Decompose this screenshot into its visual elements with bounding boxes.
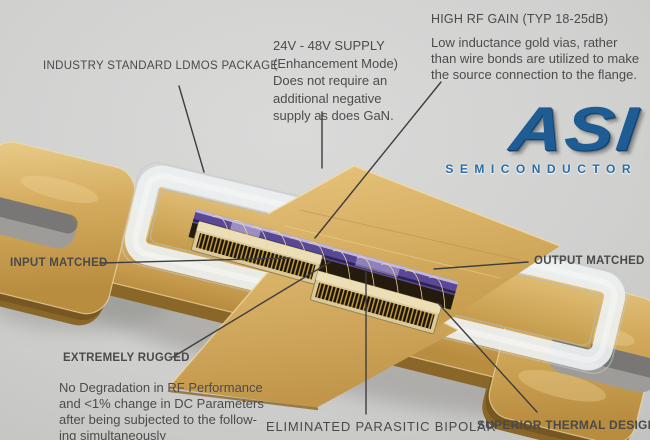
leader-thermal (437, 302, 538, 413)
rugged-note: No Degradation in RF Performance and <1%… (59, 380, 264, 440)
bipolar-label: ELIMINATED PARASITIC BIPOLAR (266, 419, 497, 434)
leader-rugged (172, 261, 331, 358)
asi-logo-name: SEMICONDUCTOR (445, 162, 637, 176)
supply-note: 24V - 48V SUPPLY (Enhancement Mode) Does… (273, 38, 399, 124)
package-lid-back (267, 165, 561, 332)
leader-output (433, 261, 529, 270)
leader-input (99, 257, 291, 264)
die-assembly (186, 209, 459, 335)
package-label: INDUSTRY STANDARD LDMOS PACKAGE (43, 60, 279, 72)
leader-lines (99, 81, 538, 415)
asi-logo-acronym: ASI (506, 95, 643, 164)
rugged-label: EXTREMELY RUGGED (63, 352, 190, 364)
bond-wires (212, 215, 446, 312)
gain-label: HIGH RF GAIN (TYP 18-25dB) (431, 12, 609, 26)
output-matching-chip (310, 270, 442, 335)
output-matched-label: OUTPUT MATCHED (534, 255, 645, 267)
vias-note: Low inductance gold vias, rather than wi… (431, 35, 640, 82)
asi-logo: ASI SEMICONDUCTOR (434, 95, 642, 176)
leader-vias (314, 81, 442, 239)
leader-package (178, 85, 205, 173)
thermal-label: SUPERIOR THERMAL DESIGN (477, 418, 650, 432)
input-matched-label: INPUT MATCHED (10, 257, 108, 269)
